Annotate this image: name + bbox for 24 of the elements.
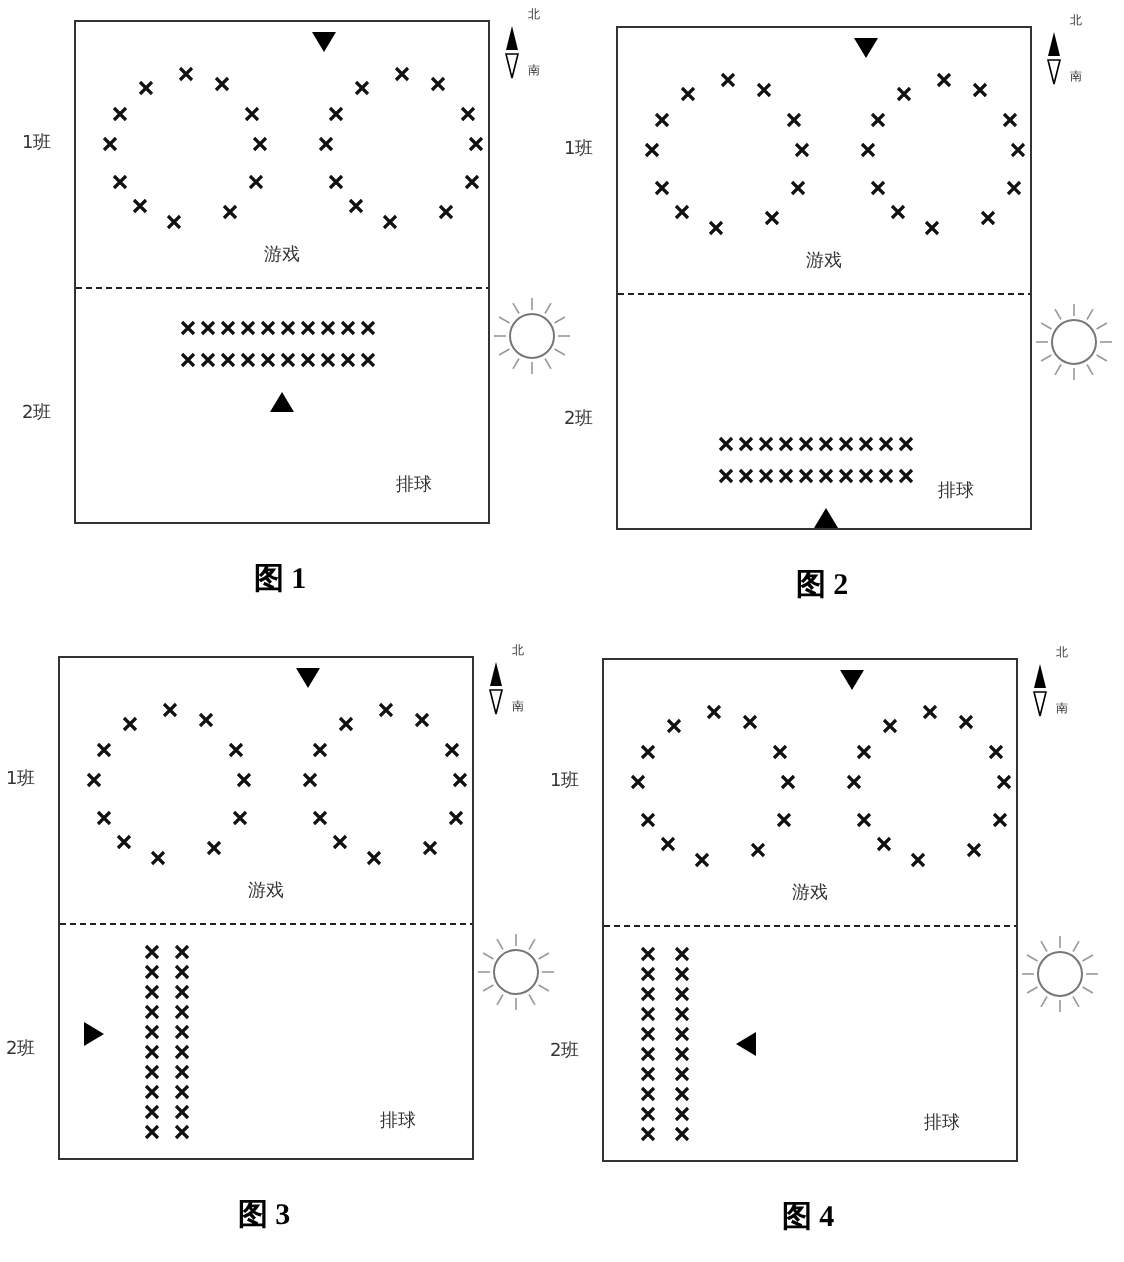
figure-caption: 图 2 [795, 572, 849, 602]
class-label: 1班 [564, 142, 594, 160]
area-label: 游戏 [248, 884, 284, 902]
field-outline [602, 658, 1018, 1162]
class-label: 1班 [550, 774, 580, 792]
area-label: 排球 [396, 478, 432, 496]
figure-caption: 图 1 [253, 566, 307, 596]
class-label: 1班 [6, 772, 36, 790]
field-outline [616, 26, 1032, 530]
area-label: 游戏 [806, 254, 842, 272]
figure-caption: 图 3 [237, 1202, 291, 1232]
figure-caption: 图 4 [781, 1204, 835, 1234]
class-label: 2班 [550, 1044, 580, 1062]
class-label: 1班 [22, 136, 52, 154]
field-outline [74, 20, 490, 524]
area-label: 游戏 [264, 248, 300, 266]
class-label: 2班 [6, 1042, 36, 1060]
area-label: 排球 [938, 484, 974, 502]
area-label: 排球 [924, 1116, 960, 1134]
area-label: 排球 [380, 1114, 416, 1132]
class-label: 2班 [22, 406, 52, 424]
field-outline [58, 656, 474, 1160]
class-label: 2班 [564, 412, 594, 430]
area-label: 游戏 [792, 886, 828, 904]
